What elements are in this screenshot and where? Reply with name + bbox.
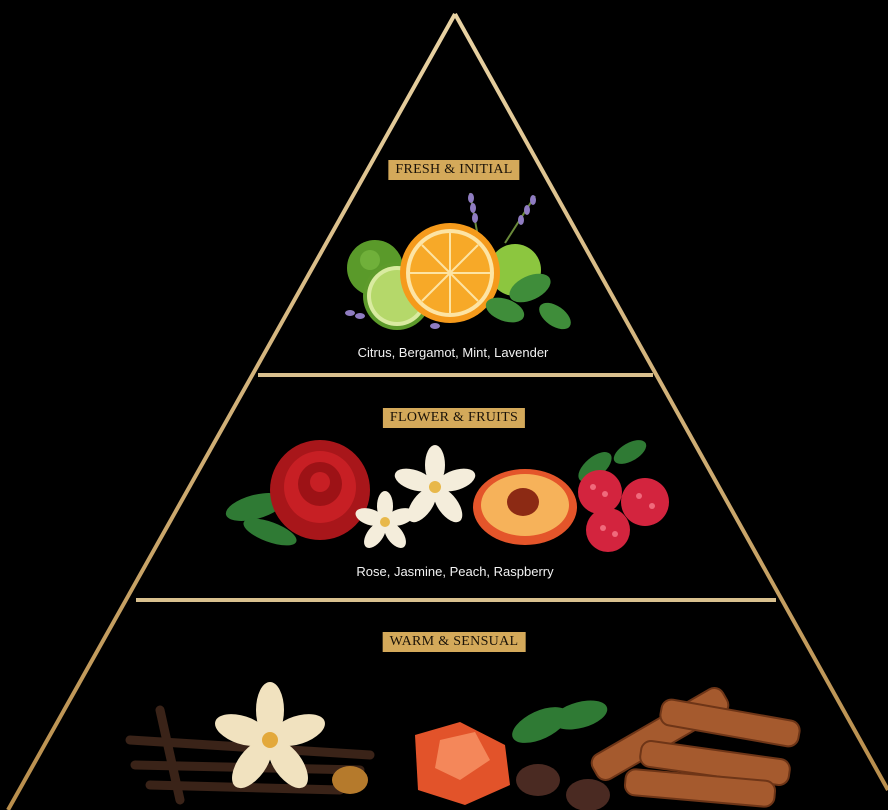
orange-slice-icon [400,223,500,323]
floral-fruit-illustration [225,432,685,557]
peach-half-icon [473,469,577,545]
vanilla-flower-icon [211,682,329,795]
warm-spice-illustration [120,680,820,810]
tier-notes-top: Citrus, Bergamot, Mint, Lavender [358,345,549,360]
tier-badge-top: FRESH & INITIAL [388,160,519,180]
tier-badge-base: WARM & SENSUAL [383,632,526,652]
cardamom-icon [332,766,368,794]
mint-leaves-icon [507,695,611,750]
pyramid-right-edge [455,14,888,790]
cinnamon-sticks-icon [588,684,801,807]
tier-badge-middle: FLOWER & FRUITS [383,408,525,428]
citrus-illustration [330,188,580,338]
amber-crystal-icon [415,722,510,805]
raspberry-icon [578,470,669,552]
tier-notes-middle: Rose, Jasmine, Peach, Raspberry [356,564,553,579]
jasmine-flower-icon [353,445,478,552]
rose-icon [270,440,370,540]
